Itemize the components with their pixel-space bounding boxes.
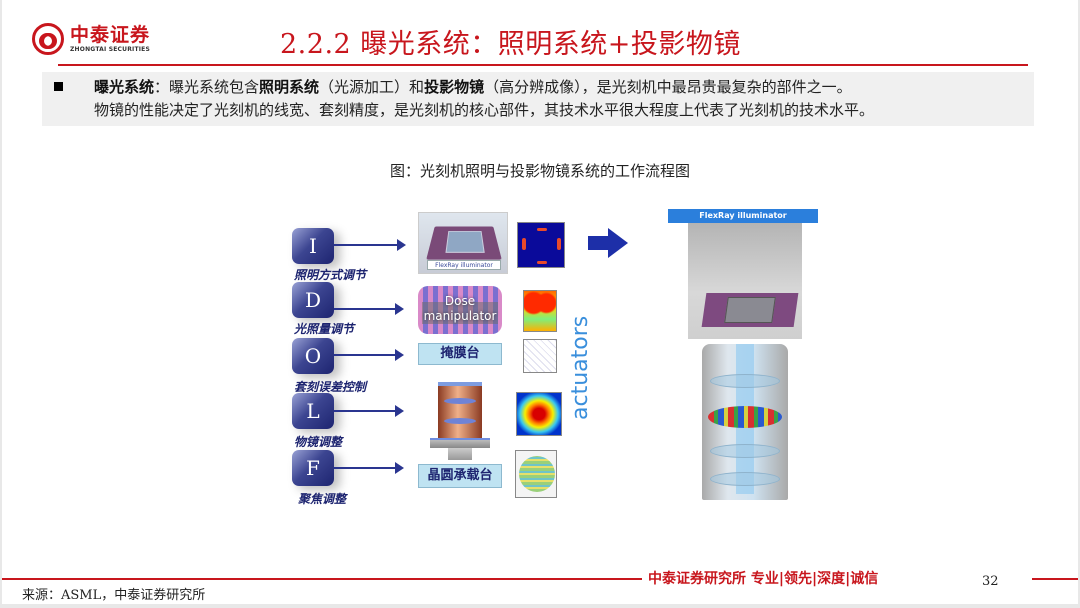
summary-line-1: 曝光系统：曝光系统包含照明系统（光源加工）和投影物镜（高分辨成像），是光刻机中最… — [94, 76, 852, 97]
illuminator-render — [688, 223, 802, 339]
summary-box — [42, 72, 1034, 126]
arrow-icon — [334, 405, 404, 417]
control-key-i: I — [292, 228, 334, 264]
summary-text: （高分辨成像），是光刻机中最昂贵最复杂的部件之一。 — [484, 78, 852, 96]
lens-tube — [438, 382, 482, 438]
lens-base — [430, 438, 490, 448]
lens-foot — [448, 448, 472, 460]
dose-line-1: Dose — [444, 294, 476, 308]
lens-element — [444, 398, 476, 404]
figure-title: 图：光刻机照明与投影物镜系统的工作流程图 — [389, 162, 690, 180]
footer-brand: 中泰证券研究所 专业|领先|深度|诚信 — [648, 571, 879, 587]
projection-lens-render — [702, 344, 788, 500]
page-number: 32 — [982, 574, 999, 589]
title-divider — [58, 64, 1028, 66]
summary-text: ：曝光系统包含 — [154, 78, 260, 96]
square-bullet-icon — [54, 82, 63, 91]
lens-ring — [710, 444, 780, 458]
control-key-l: L — [292, 393, 334, 429]
render-plate — [701, 293, 799, 327]
lens-element — [444, 418, 476, 424]
logo-name-en: ZHONGTAI SECURITIES — [70, 46, 150, 53]
control-key-d: D — [292, 282, 334, 318]
summary-text: （光源加工）和 — [319, 78, 425, 96]
arrow-icon — [334, 239, 406, 251]
illuminator-caption: FlexRay illuminator — [427, 260, 501, 270]
control-label: 套刻误差控制 — [294, 380, 367, 394]
lens-ring — [710, 472, 780, 486]
dose-line-2: manipulator — [423, 309, 497, 323]
illuminator-image: FlexRay illuminator — [418, 212, 508, 274]
control-label: 照明方式调节 — [294, 268, 367, 282]
page-title: 2.2.2 曝光系统：照明系统+投影物镜 — [280, 29, 741, 60]
summary-line-2: 物镜的性能决定了光刻机的线宽、套刻精度，是光刻机的核心部件，其技术水平很大程度上… — [94, 101, 875, 119]
render-header: FlexRay illuminator — [668, 209, 818, 223]
focus-wafer-map — [515, 450, 557, 498]
footer-divider-right — [1032, 578, 1078, 580]
dose-band — [422, 302, 498, 324]
illuminator-plate — [426, 226, 502, 260]
dose-map — [523, 290, 557, 332]
illumination-pupil-map — [517, 222, 565, 268]
lens-ring — [710, 374, 780, 388]
actuators-label: actuators — [568, 315, 593, 420]
lens-aberration-map — [516, 392, 562, 436]
projection-lens-image — [430, 378, 490, 462]
source-note: 来源：ASML，中泰证券研究所 — [22, 588, 206, 603]
logo-mark-icon — [32, 23, 64, 55]
control-label: 物镜调整 — [294, 435, 343, 449]
arrow-icon — [334, 303, 404, 315]
summary-lead: 曝光系统 — [94, 78, 155, 96]
summary-emphasis: 照明系统 — [259, 78, 320, 96]
footer-divider — [2, 578, 642, 580]
control-key-f: F — [292, 450, 334, 486]
company-logo: 中泰证券 ZHONGTAI SECURITIES — [32, 22, 172, 56]
arrow-icon — [334, 462, 404, 474]
arrow-icon — [334, 349, 404, 361]
overlay-vector-map — [523, 339, 557, 373]
lens-heat-ring — [708, 406, 782, 428]
summary-emphasis: 投影物镜 — [424, 78, 485, 96]
control-label: 光照量调节 — [294, 322, 355, 336]
control-key-o: O — [292, 338, 334, 374]
reticle-stage-box: 掩膜台 — [418, 343, 502, 365]
wafer-stage-box: 晶圆承载台 — [418, 464, 502, 488]
control-label: 聚焦调整 — [298, 492, 347, 506]
logo-name-cn: 中泰证券 — [70, 24, 151, 46]
right-arrow-icon — [588, 228, 628, 258]
